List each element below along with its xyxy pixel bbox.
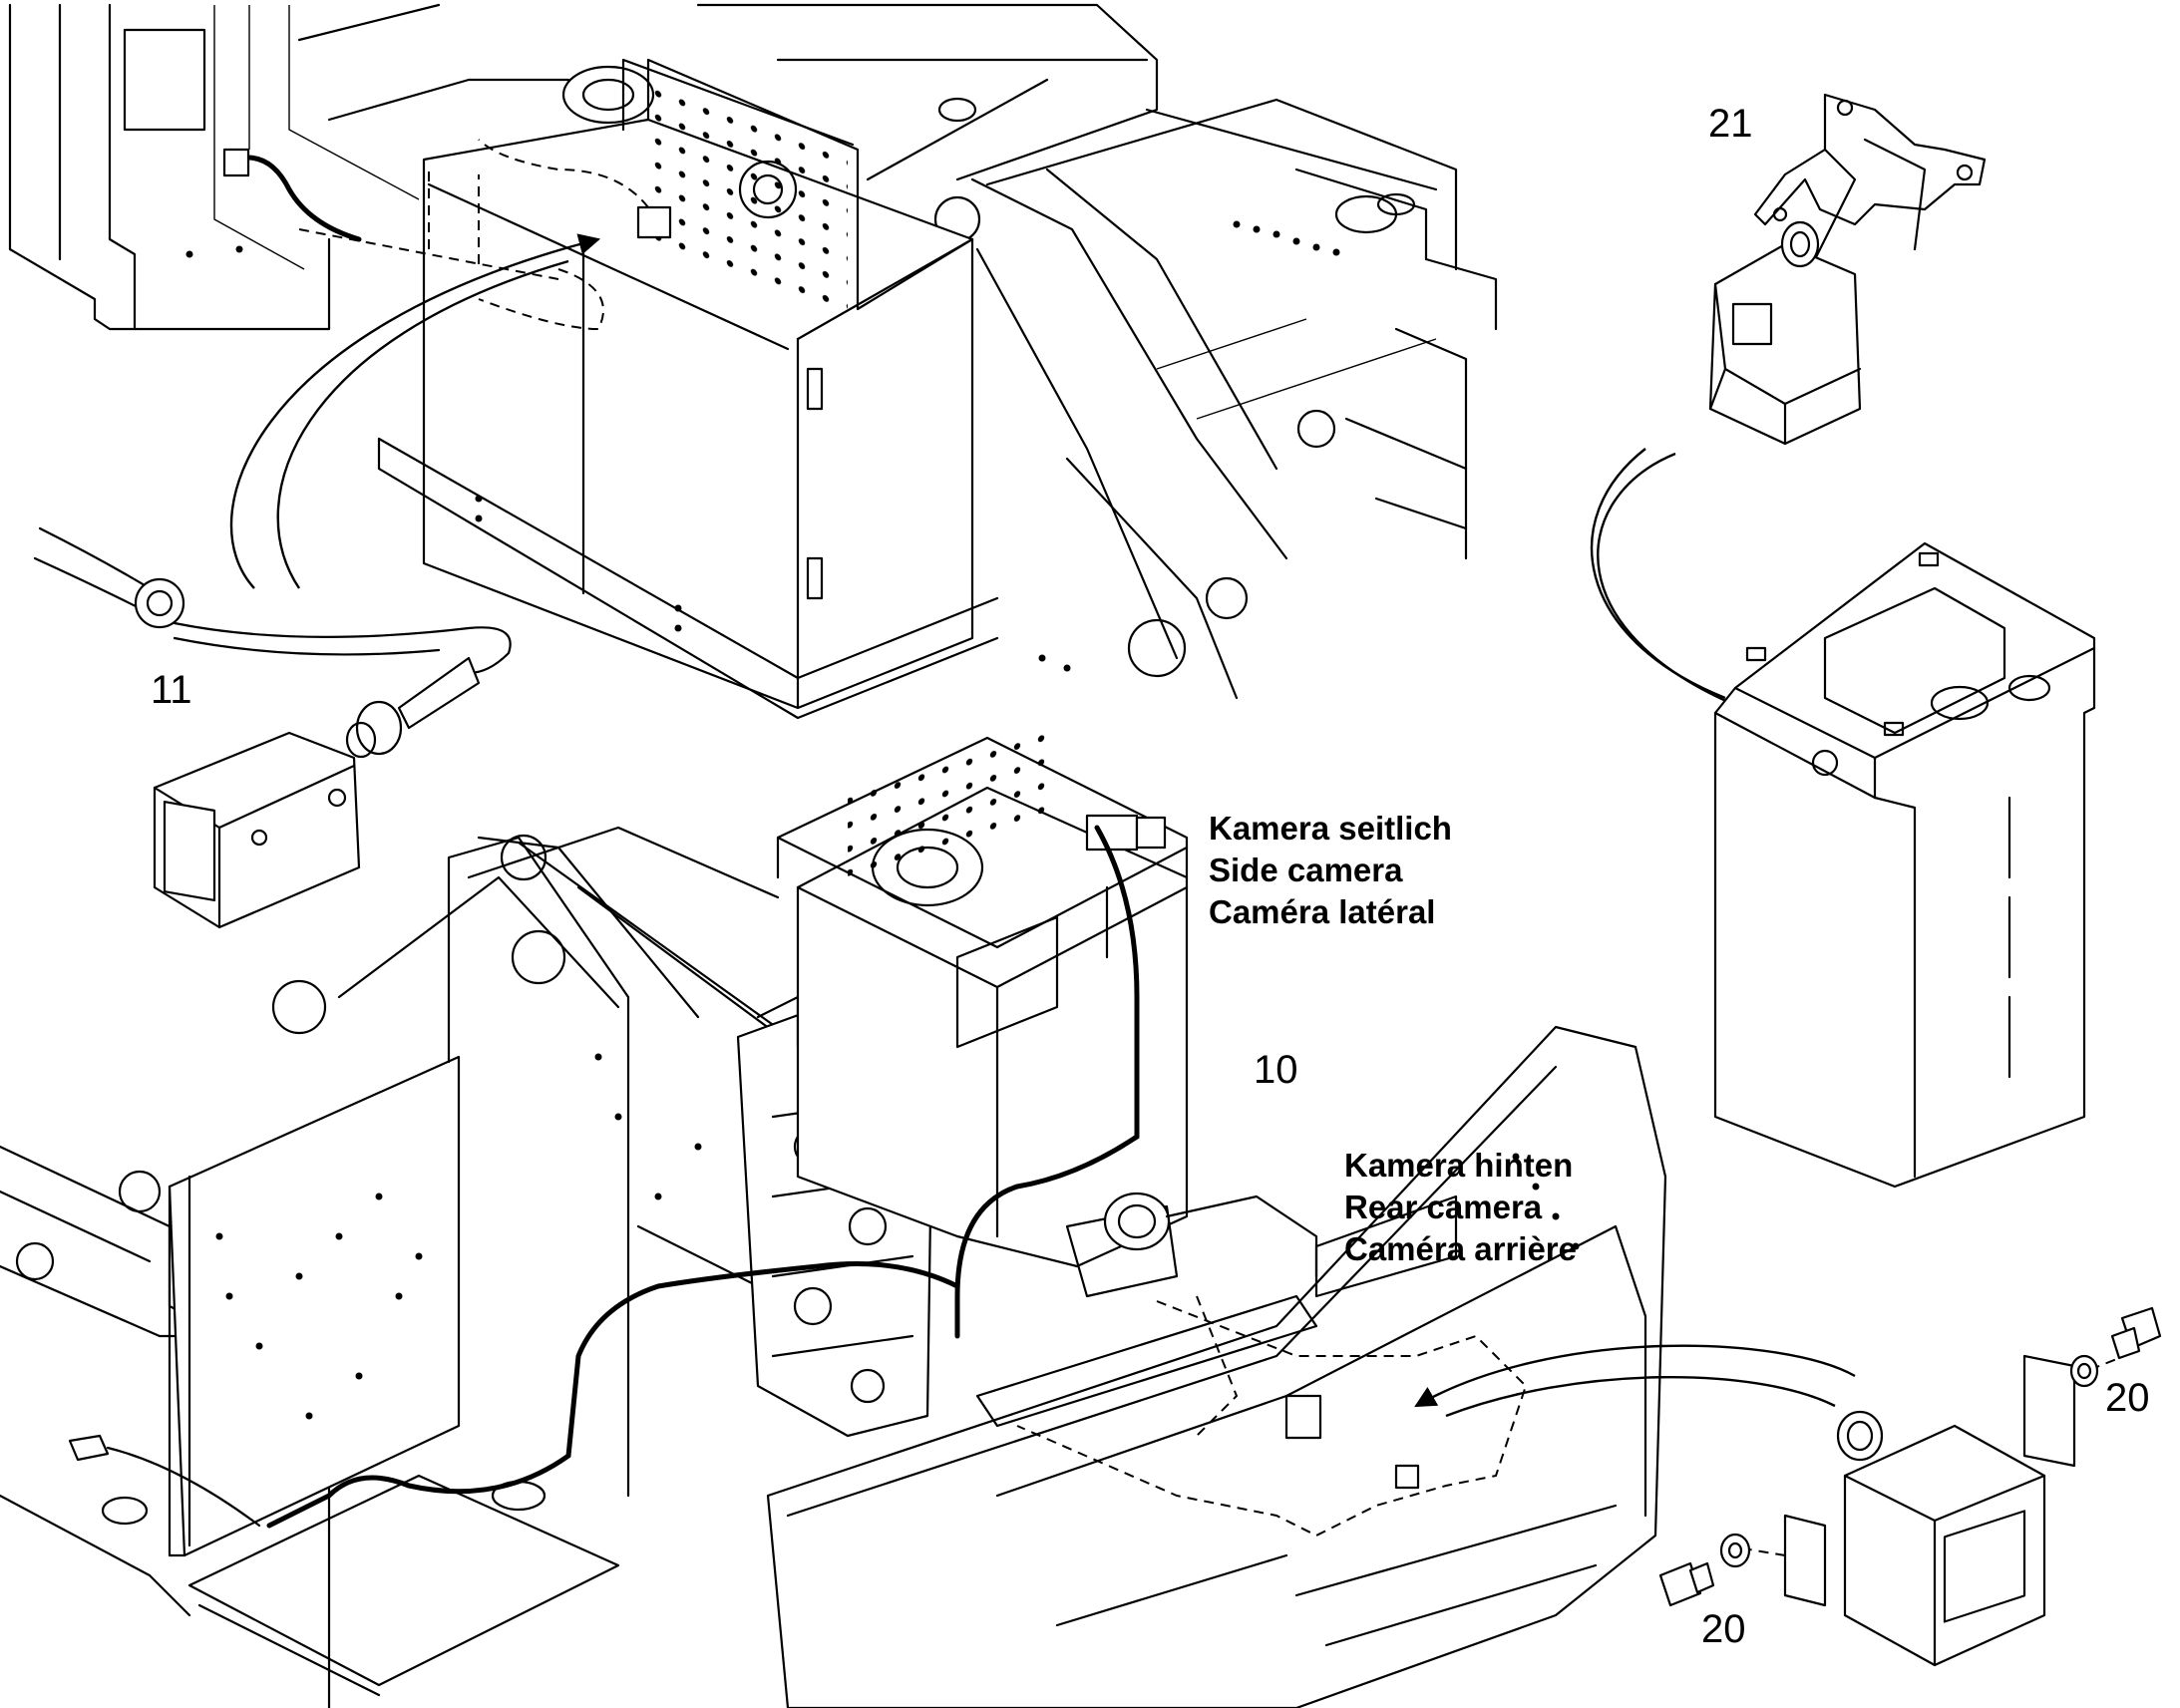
callout-20-bottom: 20 bbox=[1701, 1607, 1746, 1651]
upper-frame-assembly bbox=[8, 3, 1498, 720]
side-camera-routing-arrow bbox=[229, 233, 601, 589]
callout-10: 10 bbox=[1254, 1048, 1298, 1092]
callout-11: 11 bbox=[151, 668, 192, 712]
side-camera-label-en: Side camera bbox=[1209, 852, 1403, 888]
side-camera-caption: Kamera seitlich Side camera Caméra latér… bbox=[1209, 808, 1452, 933]
callout-20-right: 20 bbox=[2105, 1376, 2150, 1420]
rear-camera-label-fr: Caméra arrière bbox=[1344, 1230, 1577, 1267]
callout-21: 21 bbox=[1708, 102, 1753, 146]
rear-camera-caption: Kamera hinten Rear camera Caméra arrière bbox=[1344, 1145, 1577, 1270]
rear-camera-label-en: Rear camera bbox=[1344, 1189, 1543, 1225]
lower-frame-assembly bbox=[0, 726, 1667, 1708]
camera-mount-housing bbox=[1713, 541, 2096, 1189]
side-camera-label-de: Kamera seitlich bbox=[1209, 810, 1452, 847]
rear-camera-routing-arrow bbox=[1414, 1344, 1856, 1408]
rear-camera-label-de: Kamera hinten bbox=[1344, 1147, 1574, 1184]
side-camera-label-fr: Caméra latéral bbox=[1209, 893, 1436, 930]
rear-camera-bracket-assembly bbox=[1708, 93, 1987, 446]
rear-camera-assembly bbox=[1658, 1306, 2162, 1667]
side-camera-assembly bbox=[33, 526, 512, 929]
